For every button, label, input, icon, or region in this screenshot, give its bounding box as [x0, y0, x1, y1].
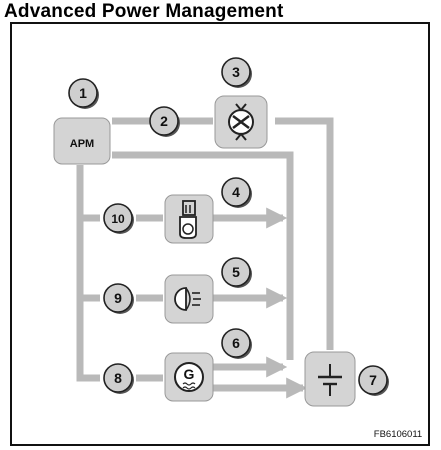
figure-code: FB6106011	[374, 429, 422, 440]
callout-5: 5	[221, 257, 252, 288]
callout-7: 7	[358, 365, 389, 396]
callout-4: 4	[221, 177, 252, 208]
callout-10: 10	[103, 203, 134, 234]
svg-text:G: G	[184, 366, 195, 382]
callout-label-6: 6	[232, 335, 240, 351]
callout-label-3: 3	[232, 64, 240, 80]
callout-6: 6	[221, 328, 252, 359]
battery-icon	[304, 351, 356, 407]
callout-1: 1	[68, 78, 99, 109]
apm-box: APM	[53, 117, 111, 165]
heater-plug-icon	[164, 194, 214, 244]
alternator-icon	[214, 95, 268, 149]
page-title: Advanced Power Management	[4, 1, 284, 22]
callout-label-10: 10	[111, 212, 125, 226]
callout-label-1: 1	[79, 85, 87, 101]
link-alternator-battery	[275, 117, 334, 350]
callout-label-5: 5	[232, 264, 240, 280]
callout-label-8: 8	[114, 370, 122, 386]
headlamp-icon	[164, 274, 214, 324]
callout-label-9: 9	[114, 290, 122, 306]
callout-8: 8	[103, 363, 134, 394]
callout-group: 1 2 3 4 5 6 7 8 9 10	[68, 57, 389, 396]
generator-icon: G	[164, 352, 214, 402]
callout-9: 9	[103, 283, 134, 314]
callout-label-7: 7	[369, 372, 377, 388]
link-apm-trunk	[76, 165, 100, 382]
callout-label-2: 2	[160, 113, 168, 129]
callout-3: 3	[221, 57, 252, 88]
callout-label-4: 4	[232, 184, 240, 200]
link-apm-right	[112, 151, 294, 360]
apm-label: APM	[70, 138, 94, 150]
callout-2: 2	[149, 106, 180, 137]
